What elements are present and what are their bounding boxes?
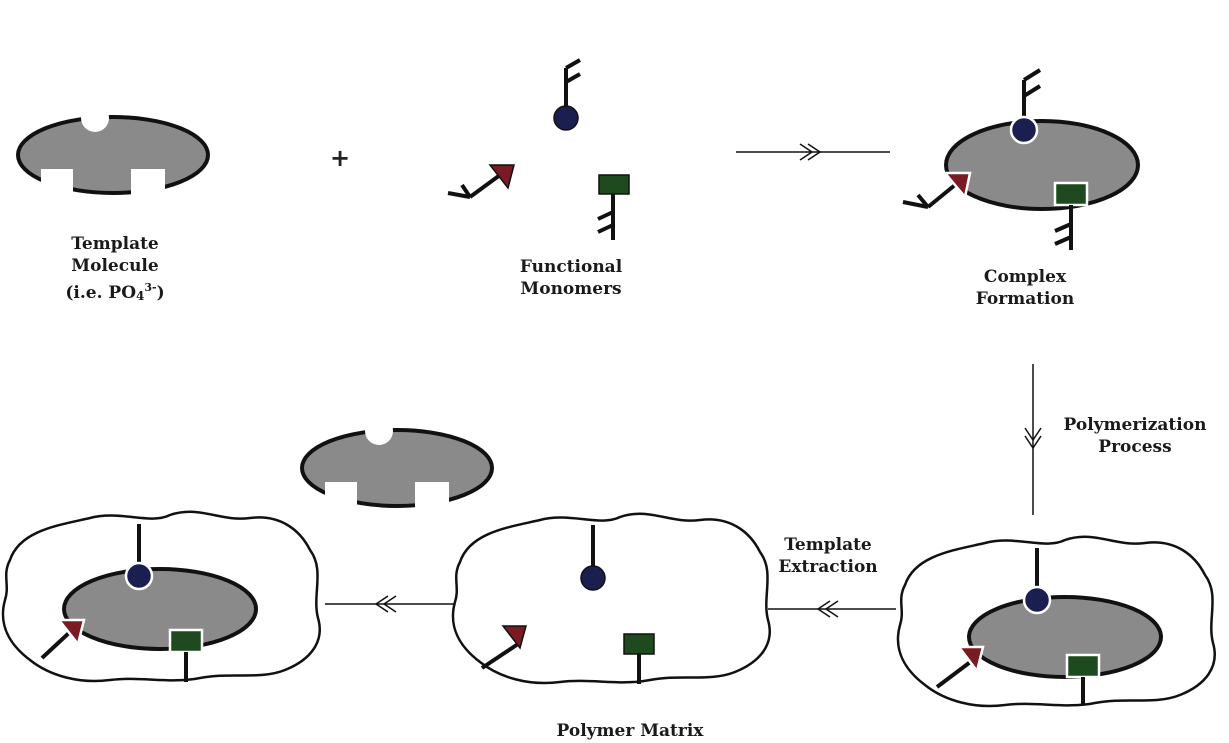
template-extraction-arrow	[768, 600, 896, 618]
arrow-monomer	[447, 164, 515, 199]
square-monomer	[597, 174, 630, 240]
complex-formation	[902, 68, 1140, 250]
polymerization-arrow	[1024, 364, 1042, 515]
functional-monomers	[447, 58, 630, 240]
polymer-with-template	[896, 535, 1216, 708]
extracted-template-molecule	[300, 415, 494, 514]
circle-monomer	[553, 58, 581, 131]
rebinding-arrow	[325, 595, 455, 613]
reaction-arrow-top	[736, 143, 890, 161]
polymer-matrix	[451, 512, 771, 685]
rebound-polymer	[1, 510, 321, 683]
template-molecule	[16, 102, 210, 201]
